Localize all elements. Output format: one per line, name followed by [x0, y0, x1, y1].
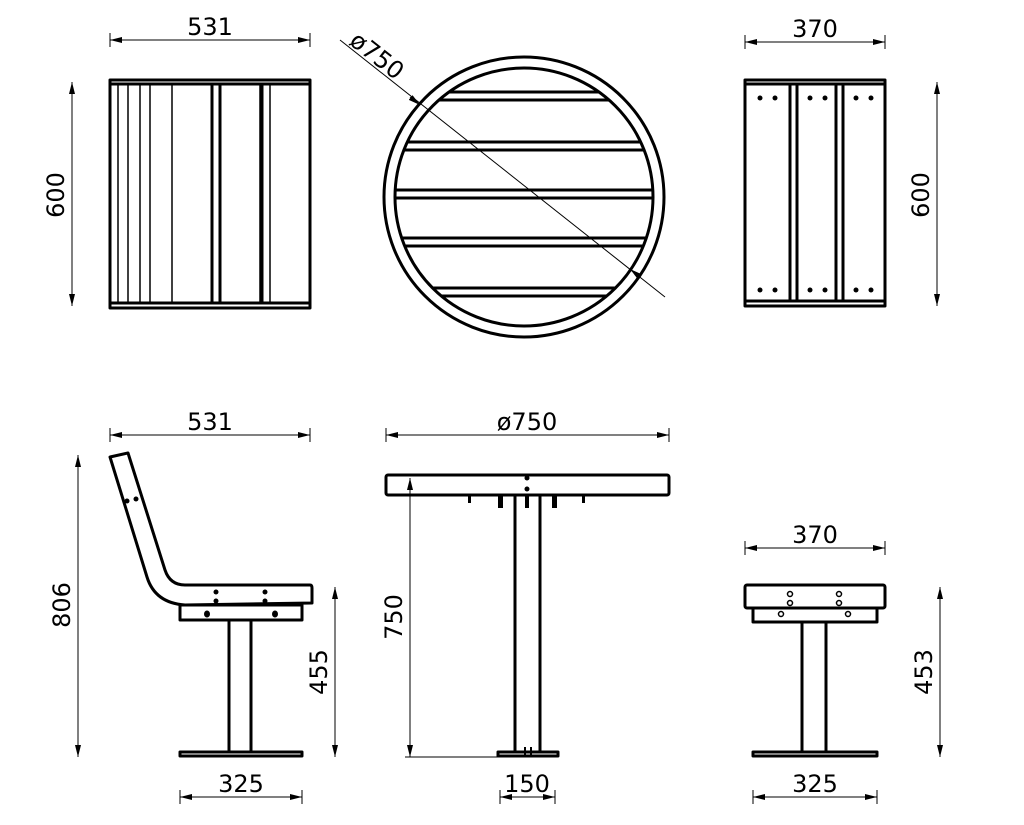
dimension-chair-base-width: 325	[179, 770, 303, 804]
dimension-label: 750	[380, 594, 408, 640]
dimension-table-post-width: 150	[499, 770, 556, 804]
dimension-label: 531	[187, 13, 233, 41]
dimension-stool-front-height: 600	[907, 82, 940, 306]
dimension-label: 325	[218, 770, 264, 798]
dimension-label: 600	[907, 172, 935, 218]
dimension-label: 531	[187, 408, 233, 436]
chair-side-view	[108, 451, 314, 758]
dimension-label: ø750	[497, 408, 558, 436]
dimension-table-diameter: ø750	[385, 408, 670, 442]
dimension-label: 150	[504, 770, 550, 798]
dimension-table-height: 750	[380, 478, 498, 758]
dimension-chair-front-height: 600	[42, 82, 75, 306]
dimension-chair-front-width: 531	[109, 13, 311, 47]
stool-front-view	[743, 78, 887, 308]
table-top-view: ø750	[339, 26, 666, 339]
dimension-chair-seat-height: 455	[305, 587, 338, 757]
chair-front-view	[108, 78, 312, 310]
dimension-label: 455	[305, 649, 333, 695]
dimension-chair-width: 531	[109, 408, 311, 442]
dimension-label: 370	[792, 15, 838, 43]
dimension-chair-total-height: 806	[48, 455, 81, 757]
dimension-label: 453	[910, 649, 938, 695]
dimension-stool-seat-height: 453	[910, 587, 943, 757]
dimension-label: 600	[42, 172, 70, 218]
stool-side-view	[743, 583, 887, 758]
table-side-view	[384, 473, 671, 758]
dimension-label: 370	[792, 521, 838, 549]
dimension-label: ø750	[344, 26, 409, 85]
dimension-stool-width: 370	[744, 521, 886, 555]
dimension-label: 806	[48, 582, 76, 628]
dimension-label: 325	[792, 770, 838, 798]
dimension-stool-front-width: 370	[744, 15, 886, 49]
dimension-stool-base-width: 325	[752, 770, 878, 804]
